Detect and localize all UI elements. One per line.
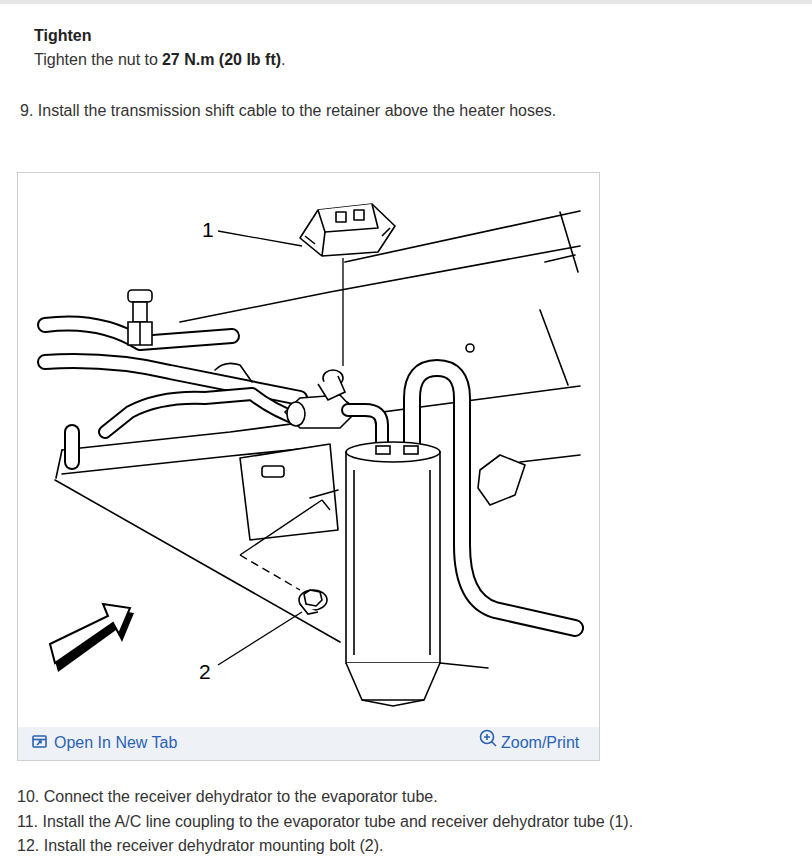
assembly-line bbox=[342, 258, 343, 366]
instruction-step: 12. Install the receiver dehydrator moun… bbox=[17, 836, 383, 856]
line-coupling bbox=[285, 370, 356, 428]
text-line: Tighten the nut to27 N.m (20 lb ft). bbox=[34, 50, 286, 70]
top-rule bbox=[0, 0, 812, 4]
mounting-bolt bbox=[299, 590, 327, 614]
toolbar-link: Open In New Tab bbox=[54, 733, 177, 753]
receiver-dehydrator bbox=[346, 442, 440, 706]
instruction-step: 11. Install the A/C line coupling to the… bbox=[17, 812, 633, 832]
instruction-step: 10. Connect the receiver dehydrator to t… bbox=[17, 787, 438, 807]
bolt-assembly-lines bbox=[240, 500, 330, 590]
line-art bbox=[55, 211, 580, 668]
figure-frame bbox=[18, 173, 600, 761]
leader-line bbox=[218, 612, 302, 665]
heater-hoses bbox=[45, 323, 345, 462]
callout-number: 2 bbox=[198, 660, 212, 684]
callout-number: 1 bbox=[201, 218, 215, 242]
toolbar-link: Zoom/Print bbox=[501, 733, 579, 753]
torque-value: 27 N.m (20 lb ft) bbox=[162, 51, 281, 68]
direction-arrow bbox=[50, 604, 134, 672]
step-heading: Tighten bbox=[34, 26, 91, 46]
figure-toolbar bbox=[18, 727, 599, 760]
leader-line bbox=[218, 231, 302, 246]
instruction-text: Tighten the nut to bbox=[34, 51, 158, 68]
instruction-step: 9. Install the transmission shift cable … bbox=[20, 101, 556, 121]
instruction-text: . bbox=[281, 51, 285, 68]
zoom-icon bbox=[481, 731, 497, 747]
open-tab-icon bbox=[33, 736, 46, 747]
ac-line-coupling bbox=[300, 204, 395, 256]
filler-cap bbox=[128, 290, 152, 345]
